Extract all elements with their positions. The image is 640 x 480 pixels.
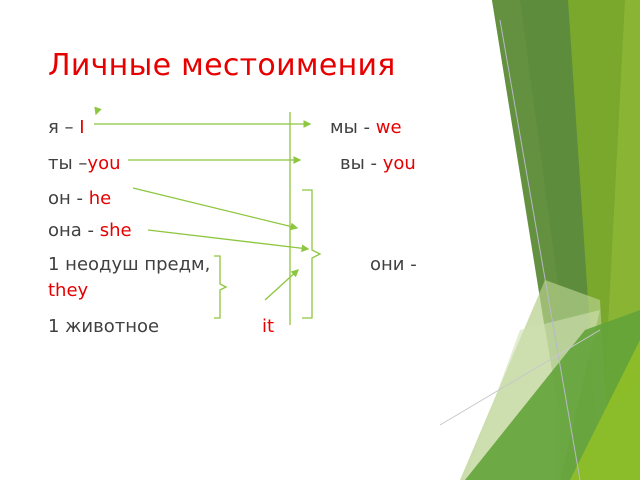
- russian-pronoun: вы -: [340, 153, 383, 174]
- row-oni: они -: [370, 254, 417, 276]
- english-pronoun: he: [88, 188, 112, 209]
- english-pronoun: we: [375, 117, 402, 138]
- russian-label: 1 неодуш предм,: [48, 254, 211, 275]
- row-neodush: 1 неодуш предм,: [48, 254, 210, 276]
- english-pronoun: you: [87, 153, 121, 174]
- row-on: он - he: [48, 188, 111, 210]
- english-pronoun: it: [262, 316, 275, 337]
- russian-pronoun: они -: [370, 254, 417, 275]
- russian-pronoun: она -: [48, 220, 100, 241]
- row-ya: я – I: [48, 117, 85, 139]
- english-pronoun: I: [79, 117, 85, 138]
- it-word: it: [262, 316, 274, 338]
- russian-pronoun: ты –: [48, 153, 88, 174]
- russian-pronoun: мы -: [330, 117, 376, 138]
- english-pronoun: she: [99, 220, 132, 241]
- row-zhivotnoe: 1 животное: [48, 316, 159, 338]
- english-pronoun: they: [48, 280, 89, 301]
- they-word: they: [48, 280, 88, 302]
- russian-pronoun: он -: [48, 188, 89, 209]
- row-ona: она - she: [48, 220, 132, 242]
- english-pronoun: you: [382, 153, 416, 174]
- russian-label: 1 животное: [48, 316, 160, 337]
- row-my: мы - we: [330, 117, 402, 139]
- row-vy: вы - you: [340, 153, 416, 175]
- row-ty: ты –you: [48, 153, 121, 175]
- russian-pronoun: я –: [48, 117, 80, 138]
- slide-title: Личные местоимения: [48, 48, 396, 83]
